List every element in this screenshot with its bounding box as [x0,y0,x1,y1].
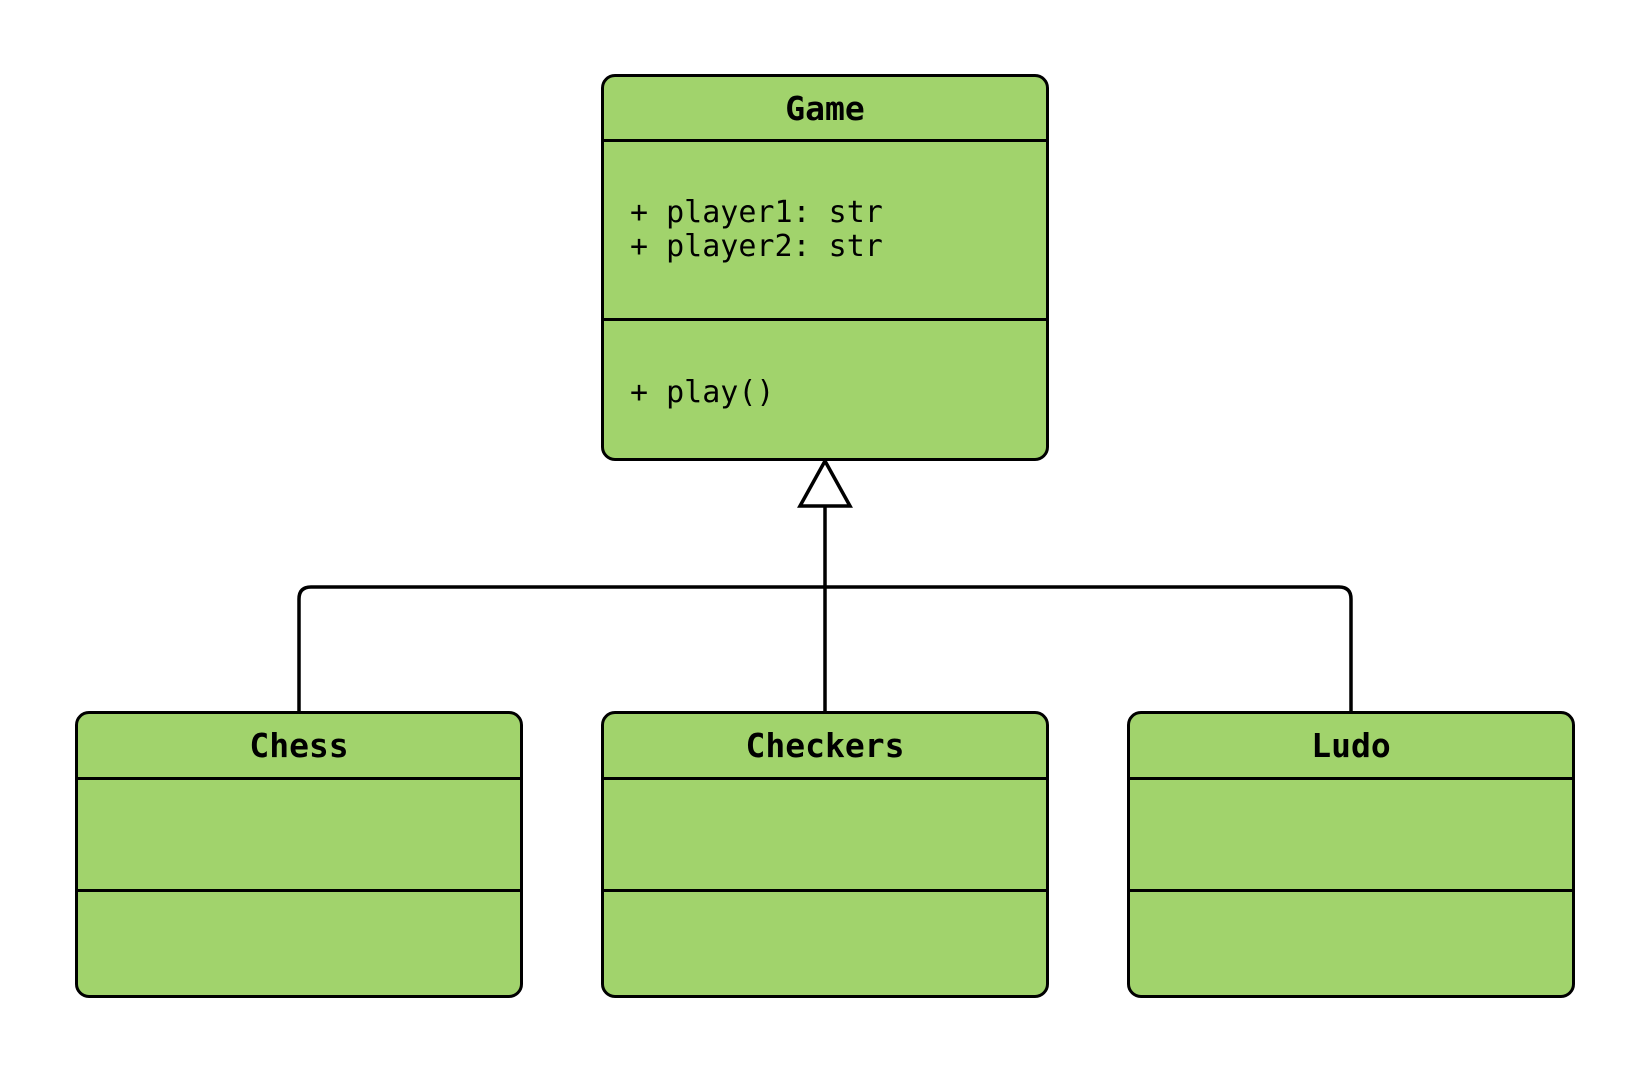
edge-chess-to-game [297,585,825,712]
methods-compartment [78,889,520,995]
edge-ludo-to-game [825,585,1353,712]
attribute: + player2: str [630,229,883,264]
attribute: + player1: str [630,195,883,230]
attributes-compartment [78,777,520,889]
methods-compartment [604,889,1046,995]
attributes-compartment [1130,777,1572,889]
methods-compartment [1130,889,1572,995]
class-node-chess[interactable]: Chess [75,711,523,998]
inheritance-triangle-icon [797,457,853,508]
attributes-compartment [604,777,1046,889]
class-title: Chess [249,726,349,765]
class-title: Game [785,88,865,128]
attributes-compartment: + player1: str + player2: str [604,139,1046,318]
class-title: Ludo [1311,726,1391,765]
class-node-ludo[interactable]: Ludo [1127,711,1575,998]
class-node-game[interactable]: Game + player1: str + player2: str + pla… [601,74,1049,461]
methods-compartment: + play() [604,318,1046,458]
class-node-checkers[interactable]: Checkers [601,711,1049,998]
class-title: Checkers [745,726,905,765]
method: + play() [630,374,775,410]
